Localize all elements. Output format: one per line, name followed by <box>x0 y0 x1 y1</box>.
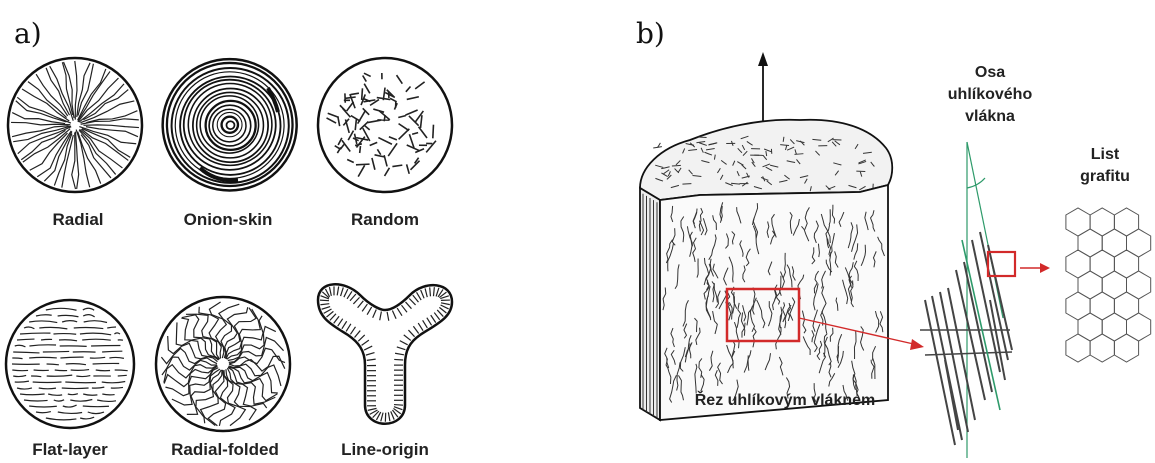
panel-a-letter: a) <box>14 17 42 50</box>
caption-onion-skin: Onion-skin <box>173 210 283 230</box>
caption-radial: Radial <box>23 210 133 230</box>
onion-skin-cross-section <box>163 59 297 190</box>
caption-flat-layer: Flat-layer <box>10 440 130 460</box>
sheet-label-line-1: List <box>1060 144 1150 166</box>
flat-layer-cross-section <box>6 300 134 428</box>
sheet-label: List grafitu <box>1060 144 1150 188</box>
caption-radial-folded: Radial-folded <box>155 440 295 460</box>
carbon-fiber-block <box>640 120 924 420</box>
sheet-label-line-2: grafitu <box>1060 166 1150 188</box>
line-origin-cross-section <box>318 284 452 423</box>
axis-label-line-1: Osa <box>935 62 1045 84</box>
axis-label: Osa uhlíkového vlákna <box>935 62 1045 128</box>
radial-folded-cross-section <box>156 297 290 431</box>
caption-random: Random <box>330 210 440 230</box>
panel-b-letter: b) <box>636 17 665 50</box>
random-cross-section <box>318 58 452 192</box>
graphite-sheet-hexagons <box>1066 208 1151 362</box>
axis-label-line-2: uhlíkového <box>935 84 1045 106</box>
section-label: Řez uhlíkovým vláknem <box>665 390 905 412</box>
axis-label-line-3: vlákna <box>935 106 1045 128</box>
radial-cross-section <box>8 58 142 192</box>
caption-line-origin: Line-origin <box>320 440 450 460</box>
graphite-crystallites <box>920 142 1050 458</box>
